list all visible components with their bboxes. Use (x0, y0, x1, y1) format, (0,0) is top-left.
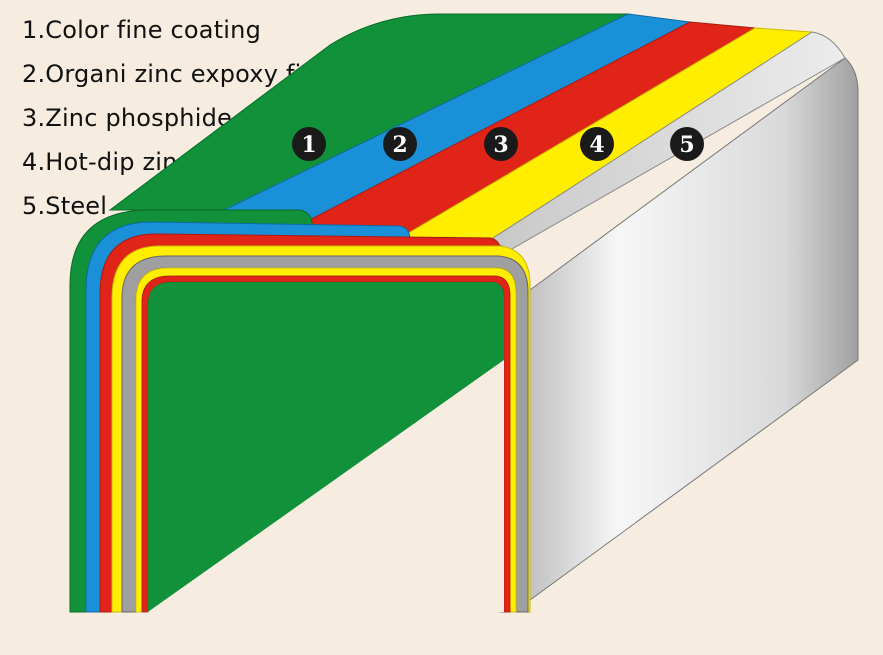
marker-4-label: 4 (589, 132, 604, 158)
marker-2-label: 2 (392, 132, 407, 158)
marker-1: 1 (292, 127, 326, 161)
marker-5: 5 (670, 127, 704, 161)
marker-3: 3 (484, 127, 518, 161)
marker-3-label: 3 (493, 132, 508, 158)
marker-4: 4 (580, 127, 614, 161)
marker-1-label: 1 (301, 132, 316, 158)
marker-5-label: 5 (679, 132, 694, 158)
marker-2: 2 (383, 127, 417, 161)
